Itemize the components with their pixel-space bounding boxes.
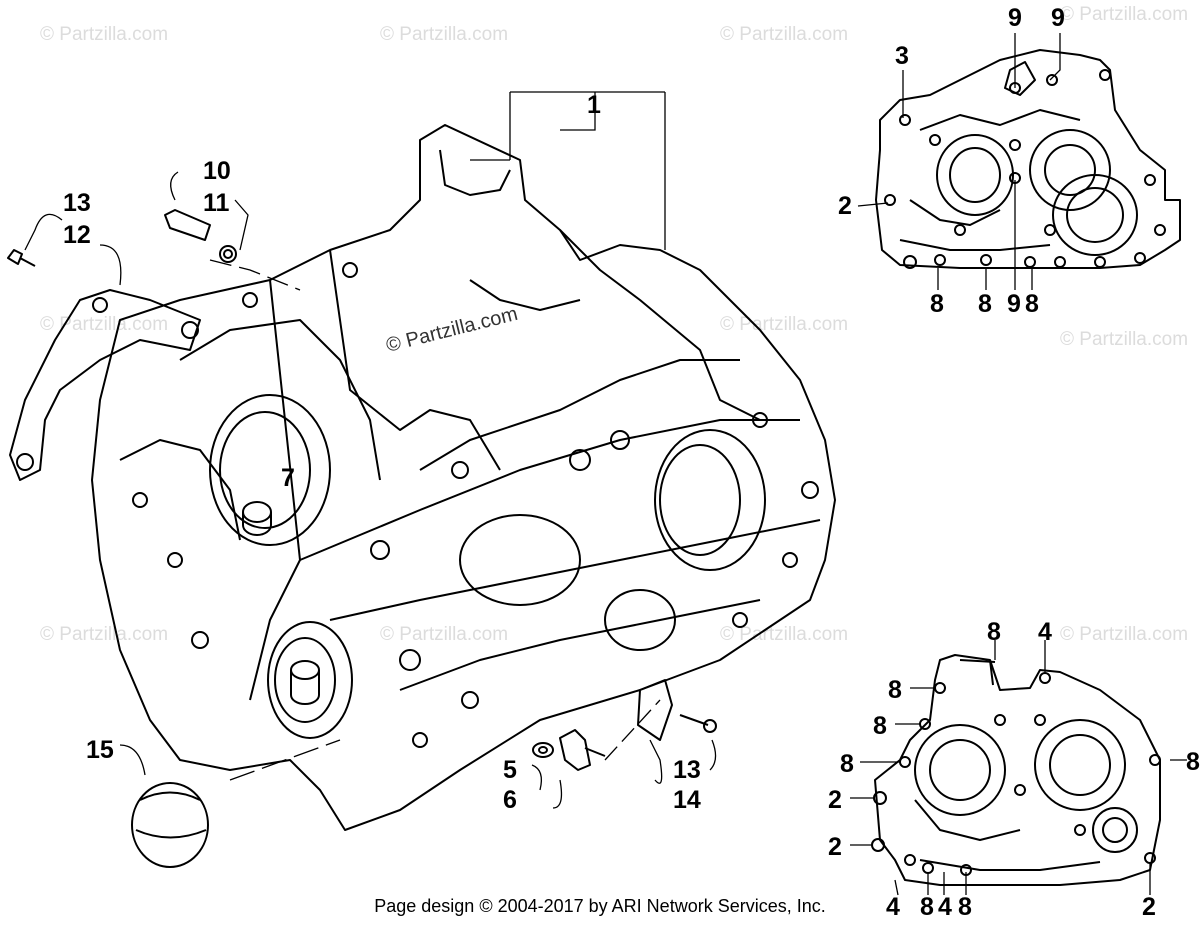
callout-label: 13 xyxy=(63,189,91,217)
callout-label: 1 xyxy=(587,91,601,119)
callout-label: 8 xyxy=(958,893,972,921)
top-right-case-half xyxy=(875,49,1181,269)
callout-label: 2 xyxy=(828,833,842,861)
callout-label: 2 xyxy=(838,192,852,220)
callout-label: 8 xyxy=(987,618,1001,646)
callout-label: 8 xyxy=(1186,748,1200,776)
watermark: © Partzilla.com xyxy=(380,624,508,645)
watermark: © Partzilla.com xyxy=(40,624,168,645)
watermark: © Partzilla.com xyxy=(720,314,848,335)
callout-label: 8 xyxy=(873,712,887,740)
top-right-callouts: 9 9 3 2 8 8 9 8 xyxy=(838,4,1065,318)
footer: Page design © 2004-2017 by ARI Network S… xyxy=(0,896,1200,917)
callout-label: 11 xyxy=(203,189,230,217)
callout-label: 4 xyxy=(938,893,952,921)
bottom-right-callouts: 8 4 8 8 8 8 2 2 4 8 4 8 2 xyxy=(828,618,1200,921)
callout-label: 9 xyxy=(1007,290,1021,318)
watermark: © Partzilla.com xyxy=(40,314,168,335)
callout-label: 8 xyxy=(978,290,992,318)
callout-label: 6 xyxy=(503,786,517,814)
watermark: © Partzilla.com xyxy=(1060,329,1188,350)
callout-label: 8 xyxy=(920,893,934,921)
watermark: © Partzilla.com xyxy=(40,24,168,45)
leader-lines-main xyxy=(24,91,717,809)
callout-label: 8 xyxy=(888,676,902,704)
callout-label: 2 xyxy=(1142,893,1156,921)
watermark: © Partzilla.com xyxy=(720,24,848,45)
watermark: © Partzilla.com xyxy=(1060,4,1188,25)
callout-label: 10 xyxy=(203,157,231,185)
callout-label: 4 xyxy=(1038,618,1052,646)
callout-label: 7 xyxy=(281,464,295,492)
callout-label: 12 xyxy=(63,221,91,249)
crankcase-assembly xyxy=(7,124,836,868)
callout-label: 8 xyxy=(930,290,944,318)
watermark-layer: © Partzilla.com © Partzilla.com © Partzi… xyxy=(40,4,1188,645)
main-callouts: 1 7 10 11 13 12 15 5 6 13 14 xyxy=(63,91,701,814)
center-watermark: © Partzilla.com xyxy=(384,303,520,357)
callout-label: 14 xyxy=(673,786,701,814)
callout-label: 8 xyxy=(840,750,854,778)
watermark: © Partzilla.com xyxy=(1060,624,1188,645)
callout-label: 15 xyxy=(86,736,114,764)
callout-label: 9 xyxy=(1051,4,1065,32)
copyright-text: Page design © 2004-2017 by ARI Network S… xyxy=(374,896,826,916)
callout-label: 9 xyxy=(1008,4,1022,32)
bottom-right-case-half xyxy=(871,654,1161,886)
callout-label: 3 xyxy=(895,42,909,70)
callout-label: 13 xyxy=(673,756,701,784)
callout-label: 5 xyxy=(503,756,517,784)
bottom-right-leaders xyxy=(850,640,1187,896)
callout-label: 4 xyxy=(886,893,900,921)
watermark: © Partzilla.com xyxy=(380,24,508,45)
callout-label: 8 xyxy=(1025,290,1039,318)
callout-label: 2 xyxy=(828,786,842,814)
top-right-leaders xyxy=(857,33,1061,290)
